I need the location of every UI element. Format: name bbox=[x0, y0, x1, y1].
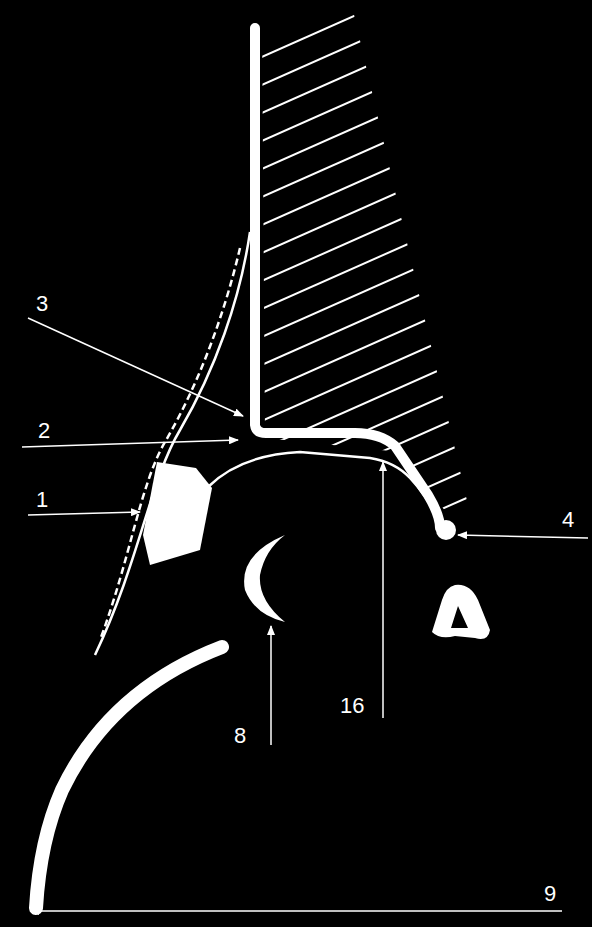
leader-line bbox=[270, 626, 272, 745]
callout-number: 9 bbox=[544, 882, 556, 906]
cartilage-block bbox=[143, 462, 212, 565]
curved-bone bbox=[36, 647, 222, 908]
callout-number: 2 bbox=[38, 419, 50, 443]
crescent-structure bbox=[244, 535, 285, 622]
callout-number: 3 bbox=[36, 292, 48, 316]
callout-number: 16 bbox=[340, 694, 364, 718]
hatching bbox=[255, 0, 480, 620]
leader-line bbox=[22, 440, 238, 447]
mucosa-line bbox=[208, 452, 438, 520]
leader-line bbox=[28, 512, 140, 515]
leader-line bbox=[458, 535, 588, 538]
leader-line bbox=[382, 462, 384, 718]
bone-tip bbox=[436, 520, 456, 540]
callout-number: 8 bbox=[234, 724, 246, 748]
leader-lines bbox=[22, 318, 588, 911]
callout-number: 4 bbox=[562, 508, 574, 532]
callout-number: 1 bbox=[36, 488, 48, 512]
leader-line bbox=[30, 910, 562, 912]
leader-line bbox=[28, 318, 243, 416]
a-shaped-structure bbox=[432, 585, 490, 639]
